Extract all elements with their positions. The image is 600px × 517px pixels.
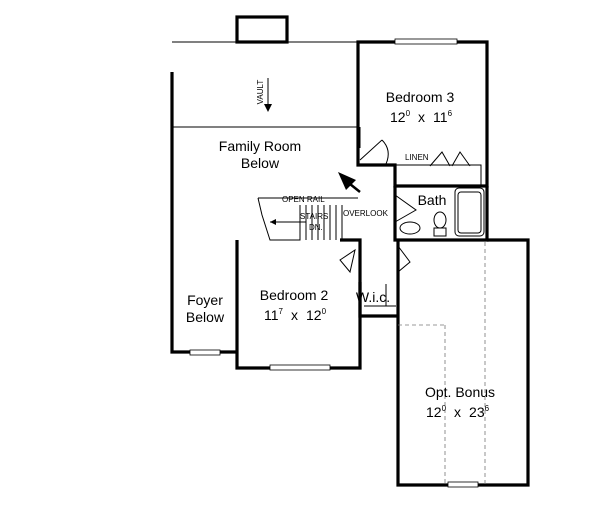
stairs-label: STAIRS: [300, 212, 328, 221]
family-room-label: Family Room: [219, 138, 301, 154]
stairs-dn-label: DN.: [309, 223, 323, 232]
overlook-label: OVERLOOK: [343, 209, 389, 218]
stair-rail: [257, 197, 301, 241]
bedroom2-window: [269, 364, 331, 371]
wic-walls: [358, 282, 398, 318]
foyer-sub-label: Below: [186, 309, 225, 325]
bath-door: [394, 194, 417, 223]
bonus-window: [447, 481, 479, 488]
stairs-direction-arrow-icon: [270, 219, 306, 225]
family-room-sub-label: Below: [241, 155, 280, 171]
bedroom2-walls: [235, 238, 362, 370]
bonus-eave-lines: [398, 242, 486, 485]
wic-label: W.i.c.: [356, 289, 390, 305]
bedroom3-window: [394, 38, 458, 45]
vault-label: VAULT: [256, 80, 265, 105]
bedroom3-label: Bedroom 3: [386, 89, 455, 105]
bath-sink: [399, 221, 421, 235]
bonus-walls: [396, 238, 530, 487]
bath-walls: [393, 186, 489, 242]
linen-closet-doors: [429, 151, 471, 167]
bonus-label: Opt. Bonus: [425, 384, 495, 400]
toilet-icon: [433, 211, 447, 237]
chimney: [235, 15, 289, 44]
linen-closet: [394, 164, 482, 187]
open-rail-label: OPEN RAIL: [282, 195, 325, 204]
bedroom2-label: Bedroom 2: [260, 287, 329, 303]
foyer-label: Foyer: [187, 292, 223, 308]
bathtub: [454, 187, 485, 237]
wic-shelf: [364, 284, 396, 307]
bedroom3-door: [359, 139, 389, 165]
bath-label: Bath: [418, 192, 447, 208]
hall-door-bonus: [397, 245, 411, 273]
bathtub-inner: [457, 191, 482, 234]
foyer-window: [189, 349, 221, 356]
overlook-arrow-icon: [338, 172, 361, 193]
linen-label: LINEN: [405, 153, 429, 162]
vault-arrow-icon: [264, 78, 272, 112]
bedroom2-door: [339, 248, 356, 274]
